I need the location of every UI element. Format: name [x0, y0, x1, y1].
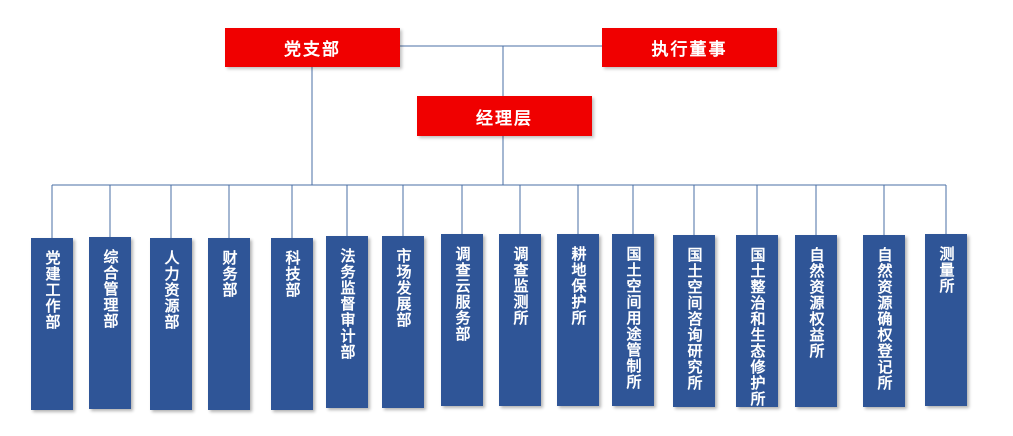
executive-director-label: 执行董事 — [651, 40, 728, 60]
dept-rights-registration: 自然资源确权登记所 — [863, 235, 905, 407]
dept-label: 调查云服务部 — [453, 246, 472, 342]
dept-party-building: 党建工作部 — [31, 238, 73, 410]
dept-label: 法务监督审计部 — [338, 248, 357, 360]
dept-survey-monitoring: 调查监测所 — [499, 234, 541, 406]
dept-label: 自然资源权益所 — [807, 247, 826, 359]
dept-label: 调查监测所 — [511, 246, 530, 326]
dept-label: 市场发展部 — [394, 248, 413, 328]
party-branch-label: 党支部 — [284, 40, 341, 60]
dept-label: 自然资源确权登记所 — [875, 247, 894, 391]
dept-general-management: 综合管理部 — [89, 237, 131, 409]
management-label: 经理层 — [476, 108, 533, 129]
dept-surveying: 测量所 — [925, 234, 967, 406]
executive-director-box: 执行董事 — [602, 28, 777, 67]
dept-land-consulting-research: 国土空间咨询研究所 — [673, 235, 715, 407]
dept-label: 党建工作部 — [43, 250, 62, 330]
dept-label: 国土空间咨询研究所 — [685, 247, 704, 391]
dept-label: 耕地保护所 — [569, 246, 588, 326]
dept-label: 财务部 — [220, 250, 239, 298]
dept-technology: 科技部 — [271, 238, 313, 410]
dept-label: 综合管理部 — [101, 249, 120, 329]
dept-label: 测量所 — [937, 246, 956, 294]
dept-label: 人力资源部 — [162, 250, 181, 330]
dept-label: 国土空间用途管制所 — [624, 246, 643, 390]
dept-land-use-control: 国土空间用途管制所 — [612, 234, 654, 406]
dept-farmland-protection: 耕地保护所 — [557, 234, 599, 406]
dept-label: 科技部 — [283, 250, 302, 298]
dept-human-resources: 人力资源部 — [150, 238, 192, 410]
dept-survey-cloud: 调查云服务部 — [441, 234, 483, 406]
management-box: 经理层 — [417, 96, 592, 136]
party-branch-box: 党支部 — [225, 28, 400, 67]
dept-land-remediation: 国土整治和生态修护所 — [736, 235, 778, 407]
dept-finance: 财务部 — [208, 238, 250, 410]
dept-natural-resources-rights: 自然资源权益所 — [795, 235, 837, 407]
dept-label: 国土整治和生态修护所 — [748, 247, 767, 407]
dept-legal-audit: 法务监督审计部 — [326, 236, 368, 408]
dept-market-development: 市场发展部 — [382, 236, 424, 408]
